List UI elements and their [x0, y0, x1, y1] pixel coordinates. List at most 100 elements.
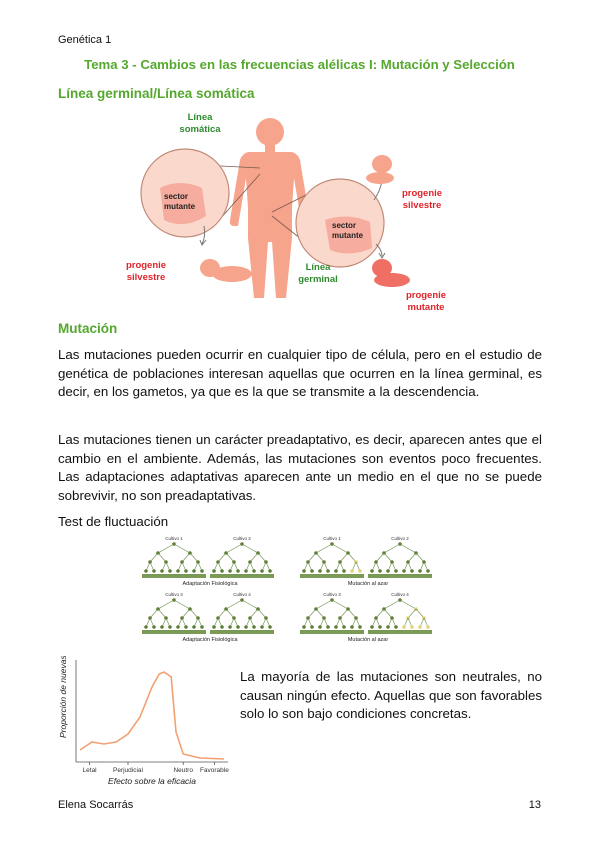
fluct-plate: [300, 574, 364, 578]
fluct-cell: [192, 569, 196, 573]
fluct-cell: [426, 625, 430, 629]
chart-tick-label: Favorable: [200, 767, 229, 774]
label-progenie-mutante-2: mutante: [408, 302, 445, 313]
label-sector-mutante-right-2: mutante: [332, 231, 364, 240]
page-title: Tema 3 - Cambios en las frecuencias alél…: [84, 57, 515, 72]
test-fluctuacion-label: Test de fluctuación: [58, 514, 169, 529]
fluct-cultivo-label: Cultivo 4: [233, 592, 251, 597]
fluct-plate: [368, 630, 432, 634]
label-progenie-silvestre-right-2: silvestre: [403, 200, 442, 211]
fluct-plate: [142, 630, 206, 634]
fluct-cell: [200, 625, 204, 629]
fluct-cell: [184, 625, 188, 629]
fluct-cell: [244, 625, 248, 629]
fluct-cell: [310, 625, 314, 629]
fluct-plate: [210, 630, 274, 634]
label-progenie-silvestre-left-1: progenie: [126, 260, 166, 271]
fluct-cell: [394, 569, 398, 573]
fluct-cell: [410, 569, 414, 573]
fluct-cultivo-label: Cultivo 1: [323, 536, 341, 541]
label-linea-germinal-1: Línea: [306, 262, 332, 273]
fluct-caption: Mutación al azar: [348, 637, 389, 643]
label-sector-mutante-left-2: mutante: [164, 202, 196, 211]
fluct-cell: [402, 569, 406, 573]
fluct-cell: [318, 625, 322, 629]
fluct-cell: [426, 569, 430, 573]
fluct-cell: [212, 569, 216, 573]
label-progenie-silvestre-right-1: progenie: [402, 188, 442, 199]
fluct-cell: [236, 569, 240, 573]
human-body: [229, 118, 311, 298]
fluct-panel-left-top: Cultivo 1 Cultivo 2 Adaptación Fisiológica: [142, 536, 274, 587]
fluct-cell: [152, 569, 156, 573]
fluct-cultivo-label: Cultivo 1: [165, 536, 183, 541]
fluct-caption: Mutación al azar: [348, 581, 389, 587]
chart-series-line: [79, 671, 225, 760]
label-linea-germinal-2: germinal: [298, 274, 338, 285]
fluct-cell: [326, 569, 330, 573]
fluct-plate: [142, 574, 206, 578]
fluct-caption: Adaptación Fisiológica: [182, 637, 238, 643]
section-heading-germinal: Línea germinal/Línea somática: [58, 86, 255, 101]
fluct-cell: [402, 625, 406, 629]
fluct-cell: [212, 625, 216, 629]
fluct-cell: [220, 569, 224, 573]
fluct-cultivo-label: Cultivo 2: [233, 536, 251, 541]
footer-author: Elena Socarrás: [58, 799, 134, 811]
paragraph-mutaciones-intro: Las mutaciones pueden ocurrir en cualqui…: [58, 347, 542, 399]
fluct-cell: [370, 569, 374, 573]
fitness-effect-chart: Proporción de nuevas mutaciones Letal Per…: [58, 656, 229, 786]
chart-tick-label: Perjudicial: [113, 767, 144, 774]
label-progenie-silvestre-left-2: silvestre: [127, 272, 166, 283]
fluct-cell: [334, 625, 338, 629]
fluct-cell: [386, 569, 390, 573]
fluct-plate: [368, 574, 432, 578]
baby-wild-left: [200, 259, 252, 282]
fluct-panel-right-bottom: Cultivo 3 Cultivo 4 Mutación al azar: [300, 592, 432, 643]
fluct-cell: [378, 625, 382, 629]
fluct-panel-left-bottom: Cultivo 3 Cultivo 4 Adaptación Fisiológica: [142, 592, 274, 643]
fluct-cell: [342, 625, 346, 629]
fluct-cell: [318, 569, 322, 573]
fluct-cell: [302, 569, 306, 573]
fluct-cell: [378, 569, 382, 573]
fluct-cell: [228, 569, 232, 573]
fluct-cell: [394, 625, 398, 629]
fluct-cell: [244, 569, 248, 573]
fluct-cell: [200, 569, 204, 573]
fluct-cell: [342, 569, 346, 573]
paragraph-preadaptativo: Las mutaciones tienen un carácter preada…: [58, 432, 542, 503]
fluct-cultivo-label: Cultivo 3: [323, 592, 341, 597]
fluct-cell: [302, 625, 306, 629]
fluct-cell: [418, 569, 422, 573]
fluct-cell: [176, 569, 180, 573]
label-sector-mutante-left-1: sector: [164, 192, 188, 201]
baby-wild-right: [366, 155, 394, 184]
fluct-cell: [160, 569, 164, 573]
fluct-cell: [386, 625, 390, 629]
fluct-cell: [358, 625, 362, 629]
fluct-cell: [252, 569, 256, 573]
fluct-cell: [418, 625, 422, 629]
fluct-cell: [268, 625, 272, 629]
fluct-plate: [210, 574, 274, 578]
section-heading-mutacion: Mutación: [58, 321, 118, 336]
fluct-cell: [310, 569, 314, 573]
fluct-cell: [220, 625, 224, 629]
fluct-cultivo-label: Cultivo 3: [165, 592, 183, 597]
fluct-caption: Adaptación Fisiológica: [182, 581, 238, 587]
fluctuation-test-figure: Cultivo 1 Cultivo 2 Adaptación Fisiológica…: [142, 536, 432, 643]
fluct-cell: [184, 569, 188, 573]
fluct-cell: [358, 569, 362, 573]
fluct-cell: [252, 625, 256, 629]
chart-tick-label: Letal: [83, 767, 98, 774]
fluct-cultivo-label: Cultivo 4: [391, 592, 409, 597]
fluct-cell: [268, 569, 272, 573]
fluct-cell: [334, 569, 338, 573]
paragraph-neutrales: La mayoría de las mutaciones son neutral…: [240, 669, 542, 721]
chart-x-axis-label: Efecto sobre la eficacia: [108, 776, 196, 786]
chart-y-axis-label: Proporción de nuevas mutaciones: [58, 656, 68, 738]
fluct-cell: [168, 625, 172, 629]
baby-mutant: [372, 259, 410, 287]
